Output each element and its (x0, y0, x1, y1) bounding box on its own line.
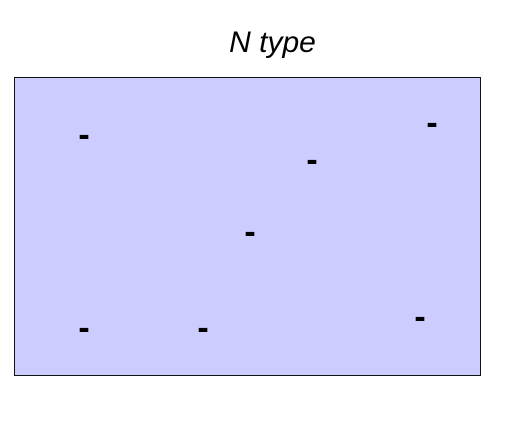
electron-carrier-5: - (78, 309, 90, 347)
electron-carrier-6: - (197, 309, 209, 347)
electron-carrier-7: - (414, 298, 426, 336)
electron-carrier-4: - (244, 213, 256, 251)
electron-carrier-2: - (426, 104, 438, 142)
n-type-semiconductor-block: - - - - - - - (14, 77, 481, 376)
electron-carrier-1: - (78, 116, 90, 154)
electron-carrier-3: - (306, 141, 318, 179)
diagram-title: N type (229, 26, 316, 59)
